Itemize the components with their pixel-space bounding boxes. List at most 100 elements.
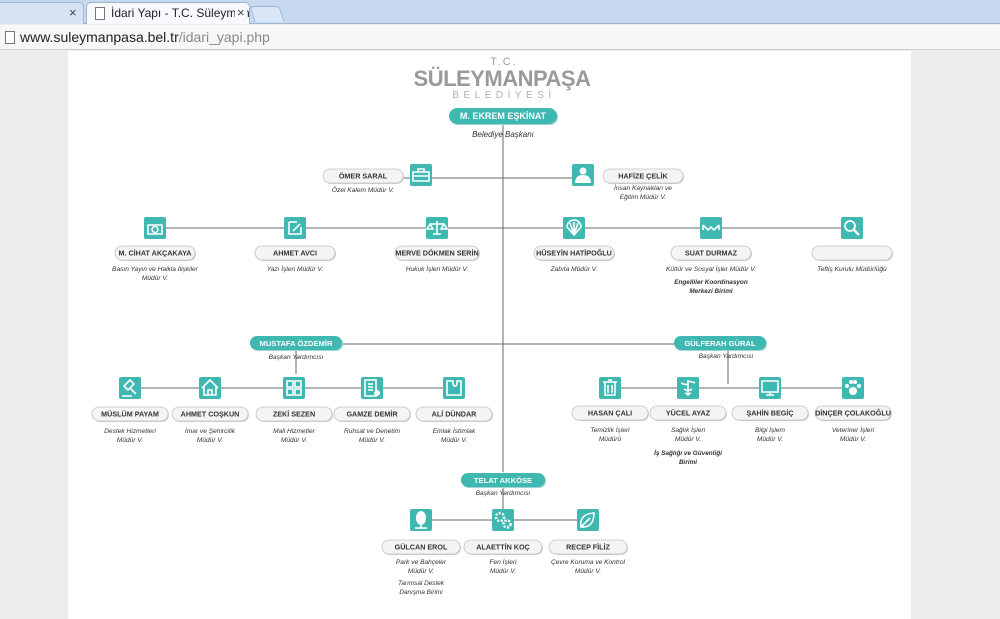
icon-glyph [566, 219, 582, 237]
director-pill[interactable] [811, 245, 893, 261]
leader-pill[interactable]: GÜLFERAH GÜRAL [674, 336, 767, 351]
unit-extra-text: Engelliler Koordinasyon [674, 279, 748, 286]
director-pill[interactable]: AHMET AVCI [254, 245, 336, 261]
pill-body[interactable] [449, 108, 557, 124]
unit-pill[interactable]: ZEKİ SEZEN [255, 406, 333, 422]
pill-body[interactable] [548, 539, 628, 555]
pill-body[interactable] [674, 336, 766, 350]
unit-pill[interactable]: GAMZE DEMİR [333, 406, 411, 422]
address-bar[interactable]: www.suleymanpasa.bel.tr/idari_yapi.php [0, 25, 1000, 50]
unit-pill[interactable]: RECEP FİLİZ [548, 539, 628, 555]
icon-glyph [446, 380, 462, 396]
pill-body[interactable] [394, 245, 480, 261]
title-text: Fen İşleri [489, 558, 517, 566]
unit-pill[interactable]: ALAETTİN KOÇ [463, 539, 543, 555]
title-text: İnsan Kaynakları ve [614, 184, 672, 192]
unit-extra-text: Merkezi Birimi [689, 288, 733, 295]
pencil-icon [284, 217, 306, 239]
director-pill[interactable]: M. CİHAT AKÇAKAYA [114, 245, 196, 261]
assistant-pill[interactable]: ÖMER SARAL [322, 168, 404, 184]
page-icon [95, 7, 105, 20]
title-text: Müdürü [599, 436, 622, 443]
icon-glyph [374, 390, 380, 396]
tab-close-icon[interactable]: × [235, 3, 247, 23]
pill-body[interactable] [670, 245, 752, 261]
pill-body[interactable] [463, 539, 543, 555]
deputy-title: Başkan Yardımcısı [699, 353, 754, 360]
person-name: ÖMER SARAL [339, 172, 388, 181]
icon-glyph [151, 225, 159, 234]
pill-body[interactable] [814, 405, 892, 421]
pill-body[interactable] [250, 336, 342, 350]
unit-pill[interactable]: GÜLCAN EROL [381, 539, 461, 555]
person-name: ŞAHİN BEGİÇ [746, 409, 793, 418]
icon-glyph [844, 220, 856, 232]
pill-body[interactable] [254, 245, 336, 261]
pill-body[interactable] [171, 406, 249, 422]
title-text: Müdür V. [142, 275, 168, 282]
unit-pill[interactable]: AHMET COŞKUN [171, 406, 249, 422]
icon-glyph [502, 519, 512, 529]
icon-glyph [415, 522, 427, 529]
url-path: /idari_yapi.php [178, 29, 270, 45]
leaf-icon [577, 509, 599, 531]
title-text: Eğitim Müdür V. [620, 194, 667, 201]
tab-title: İdari Yapı - T.C. Süleyman [111, 6, 250, 20]
director-pill[interactable]: MERVE DÖKMEN SERİN [394, 245, 480, 261]
unit-pill[interactable]: HASAN ÇALI [571, 405, 649, 421]
gears-icon [492, 509, 514, 531]
title-text: Bilgi İşlem [755, 426, 786, 434]
unit-pill[interactable]: ALİ DÜNDAR [415, 406, 493, 422]
pill-body[interactable] [602, 168, 684, 184]
pill-body[interactable] [322, 168, 404, 184]
icon-tile [492, 509, 514, 531]
icon-glyph [122, 378, 137, 397]
pill-body[interactable] [381, 539, 461, 555]
icon-glyph [201, 378, 219, 396]
person-name: ZEKİ SEZEN [273, 410, 315, 419]
icon-tile [841, 217, 863, 239]
pill-body[interactable] [649, 405, 727, 421]
icon-glyph [288, 221, 302, 235]
unit-pill[interactable]: DİNÇER ÇOLAKOĞLU [814, 405, 892, 421]
icon-tile [759, 377, 781, 399]
tab-close-icon[interactable]: × [69, 5, 77, 20]
gavel-icon [119, 377, 141, 399]
pill-body[interactable] [415, 406, 493, 422]
pill-body[interactable] [255, 406, 333, 422]
unit-pill[interactable]: ŞAHİN BEGİÇ [731, 405, 809, 421]
icon-glyph [364, 379, 377, 397]
assistant-pill[interactable]: HAFİZE ÇELİK [602, 168, 684, 184]
pill-body[interactable] [811, 245, 893, 261]
title-text: Özel Kalem Müdür V. [332, 186, 394, 194]
pill-body[interactable] [571, 405, 649, 421]
title-text: Hukuk İşleri Müdür V. [406, 265, 469, 273]
title-text: Yazı İşleri Müdür V. [267, 265, 324, 273]
icon-glyph [603, 379, 617, 396]
pill-body[interactable] [533, 245, 615, 261]
person-name: DİNÇER ÇOLAKOĞLU [815, 409, 891, 418]
browser-tab-active[interactable]: İdari Yapı - T.C. Süleyman × [86, 2, 250, 24]
url-text[interactable]: www.suleymanpasa.bel.tr/idari_yapi.php [20, 29, 270, 45]
house-icon [199, 377, 221, 399]
leader-pill[interactable]: M. EKREM EŞKİNAT [449, 108, 558, 125]
icon-glyph [849, 380, 853, 384]
pill-body[interactable] [731, 405, 809, 421]
pill-body[interactable] [114, 245, 196, 261]
director-pill[interactable]: SUAT DURMAZ [670, 245, 752, 261]
icon-glyph [494, 511, 506, 523]
unit-pill[interactable]: YÜCEL AYAZ [649, 405, 727, 421]
pill-body[interactable] [91, 406, 169, 422]
leader-pill[interactable]: TELAT AKKÖSE [461, 473, 546, 488]
handshake-icon [700, 217, 722, 239]
unit-extra-text: İş Sağlığı ve Güvenliği [654, 448, 722, 457]
unit-pill[interactable]: MÜSLÜM PAYAM [91, 406, 169, 422]
icon-tile [443, 377, 465, 399]
deputy-title: Başkan Yardımcısı [476, 490, 531, 497]
pill-body[interactable] [333, 406, 411, 422]
pill-body[interactable] [461, 473, 545, 487]
director-pill[interactable]: HÜSEYİN HATİPOĞLU [533, 245, 615, 261]
leader-pill[interactable]: MUSTAFA ÖZDEMİR [250, 336, 343, 351]
browser-tab-previous[interactable]: × [0, 2, 84, 24]
